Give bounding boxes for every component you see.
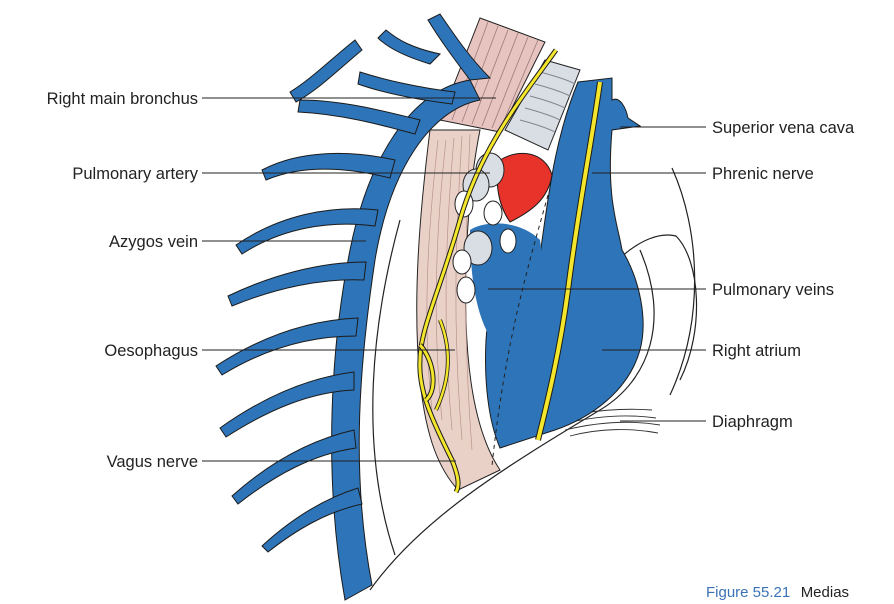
label-right-atrium: Right atrium — [712, 342, 801, 360]
label-phrenic-nerve: Phrenic nerve — [712, 165, 814, 183]
label-oesophagus: Oesophagus — [104, 342, 198, 360]
caption-figure-number: Figure 55.21 — [706, 584, 790, 601]
label-pulmonary-veins: Pulmonary veins — [712, 281, 834, 299]
label-pulmonary-artery: Pulmonary artery — [72, 165, 198, 183]
label-azygos-vein: Azygos vein — [109, 233, 198, 251]
label-right-main-bronchus: Right main bronchus — [47, 90, 198, 108]
label-diaphragm: Diaphragm — [712, 413, 793, 431]
caption-title: Medias — [801, 584, 849, 601]
label-vagus-nerve: Vagus nerve — [107, 453, 198, 471]
figure-caption: Figure 55.21 Medias — [706, 584, 849, 601]
label-superior-vena-cava: Superior vena cava — [712, 119, 855, 137]
